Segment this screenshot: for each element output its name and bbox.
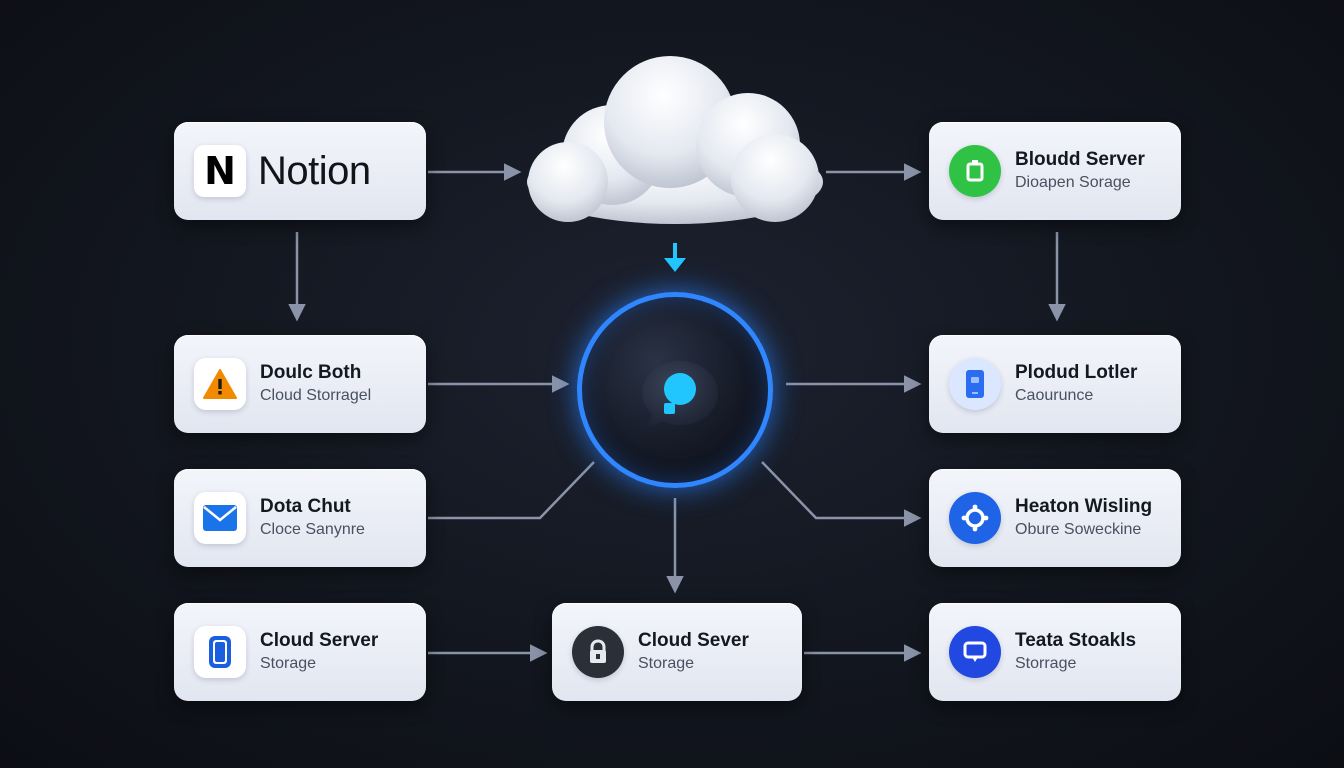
sync-icon xyxy=(949,492,1001,544)
arrow-cloud-to-hub xyxy=(664,243,686,272)
cloud-icon xyxy=(520,50,830,230)
central-hub[interactable] xyxy=(577,292,773,488)
node-bloudd-server[interactable]: Bloudd Server Dioapen Sorage xyxy=(929,122,1181,220)
notion-logo-letter: N xyxy=(204,149,236,193)
node-dota-chut[interactable]: Dota Chut Cloce Sanynre xyxy=(174,469,426,567)
node-cloud-server[interactable]: Cloud Server Storage xyxy=(174,603,426,701)
phone-icon xyxy=(949,358,1001,410)
node-title: Cloud Server xyxy=(260,630,379,651)
node-subtitle: Cloce Sanynre xyxy=(260,521,365,538)
chat-bubble-icon xyxy=(640,359,720,431)
node-subtitle: Storage xyxy=(638,655,695,672)
chat-icon xyxy=(949,626,1001,678)
node-teata-stoakls[interactable]: Teata Stoakls Storrage xyxy=(929,603,1181,701)
node-subtitle: Caourunce xyxy=(1015,387,1094,404)
node-notion[interactable]: N Notion xyxy=(174,122,426,220)
node-title: Bloudd Server xyxy=(1015,149,1145,170)
mail-icon xyxy=(194,492,246,544)
node-doulc-both[interactable]: Doulc Both Cloud Storragel xyxy=(174,335,426,433)
device-icon xyxy=(194,626,246,678)
warning-icon xyxy=(194,358,246,410)
notion-label: Notion xyxy=(258,148,371,193)
notion-logo-icon: N xyxy=(194,145,246,197)
node-subtitle: Obure Soweckine xyxy=(1015,521,1142,538)
lock-icon xyxy=(572,626,624,678)
node-title: Dota Chut xyxy=(260,496,351,517)
node-subtitle: Storrage xyxy=(1015,655,1077,672)
node-subtitle: Cloud Storragel xyxy=(260,387,372,404)
node-title: Heaton Wisling xyxy=(1015,496,1153,517)
battery-icon xyxy=(949,145,1001,197)
arrow-hub-to-heaton xyxy=(761,461,922,527)
node-subtitle: Dioapen Sorage xyxy=(1015,174,1131,191)
node-title: Teata Stoakls xyxy=(1015,630,1137,651)
node-heaton-wisling[interactable]: Heaton Wisling Obure Soweckine xyxy=(929,469,1181,567)
node-subtitle: Storage xyxy=(260,655,317,672)
node-title: Doulc Both xyxy=(260,362,362,383)
link-dota-to-hub xyxy=(428,461,595,520)
node-title: Cloud Sever xyxy=(638,630,749,651)
node-cloud-sever[interactable]: Cloud Sever Storage xyxy=(552,603,802,701)
node-plodud-lotler[interactable]: Plodud Lotler Caourunce xyxy=(929,335,1181,433)
node-title: Plodud Lotler xyxy=(1015,362,1138,383)
